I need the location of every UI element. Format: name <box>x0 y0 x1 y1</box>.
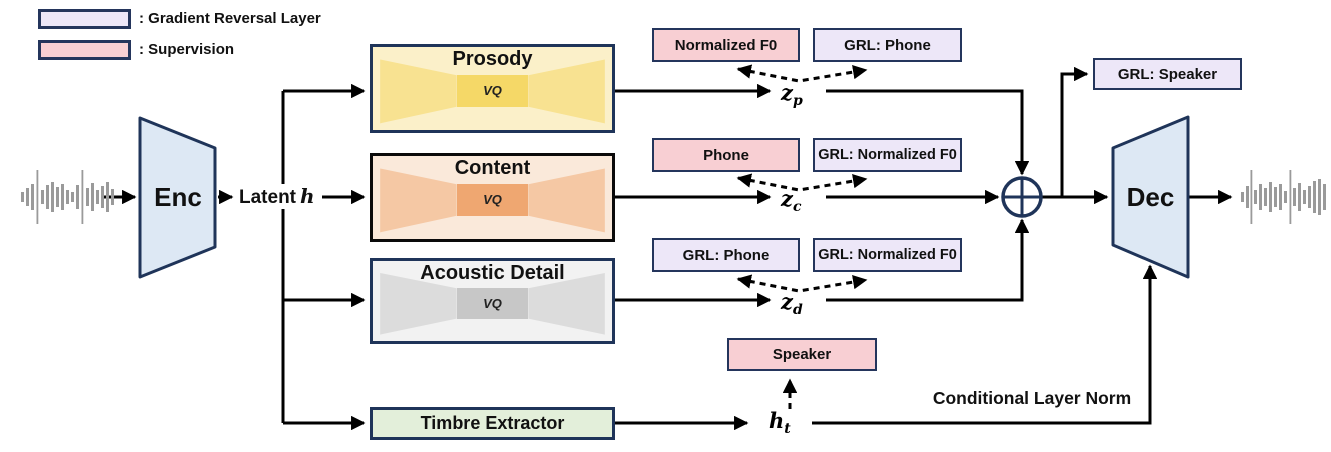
decoder-label: Dec <box>1126 182 1175 212</box>
zd-label: zd <box>781 289 803 319</box>
prosody-title: Prosody <box>452 48 533 70</box>
input-waveform-icon <box>21 170 114 224</box>
speaker-box: Speaker <box>727 338 877 371</box>
ht-label: ht <box>769 408 791 438</box>
grl-normalized-f0-bottom-box: GRL: Normalized F0 <box>813 238 962 272</box>
grl-speaker-box: GRL: Speaker <box>1093 58 1242 90</box>
zp-wire-right <box>826 89 1030 176</box>
grl-normalized-f0-mid-box: GRL: Normalized F0 <box>813 138 962 172</box>
timbre-extractor-box: Timbre Extractor <box>370 407 615 440</box>
zc-supervision-arrows <box>736 173 868 192</box>
prosody-module: VQ Prosody <box>370 44 615 133</box>
grl-speaker-branch <box>1060 66 1089 197</box>
decoder-shape <box>1111 115 1190 279</box>
latent-prefix: Latent <box>239 187 296 208</box>
ht-wire-right <box>812 264 1158 425</box>
grl-phone-bottom-box: GRL: Phone <box>652 238 800 272</box>
prosody-vq-block: VQ <box>456 75 529 107</box>
acoustic-vq-block: VQ <box>456 288 529 319</box>
zc-label: zc <box>781 186 802 216</box>
normalized-f0-box: Normalized F0 <box>652 28 800 62</box>
legend-grl-label: : Gradient Reversal Layer <box>139 10 321 27</box>
conditional-layer-norm-label: Conditional Layer Norm <box>932 388 1132 408</box>
zd-wire-right <box>826 218 1030 302</box>
content-module: VQ Content <box>370 153 615 242</box>
zp-label: zp <box>781 80 803 110</box>
encoder-shape <box>138 116 217 279</box>
acoustic-detail-module: VQ Acoustic Detail <box>370 258 615 344</box>
grl-phone-top-box: GRL: Phone <box>813 28 962 62</box>
encoder-label: Enc <box>154 182 202 212</box>
legend-grl-swatch <box>38 9 131 29</box>
sum-node-icon <box>1001 176 1043 218</box>
content-vq-block: VQ <box>456 184 529 216</box>
legend-supervision-label: : Supervision <box>139 41 235 58</box>
legend-supervision-swatch <box>38 40 131 60</box>
output-waveform-icon <box>1241 170 1326 224</box>
phone-box: Phone <box>652 138 800 172</box>
content-title: Content <box>454 157 531 179</box>
acoustic-title: Acoustic Detail <box>420 262 565 284</box>
latent-symbol: h <box>300 184 315 208</box>
